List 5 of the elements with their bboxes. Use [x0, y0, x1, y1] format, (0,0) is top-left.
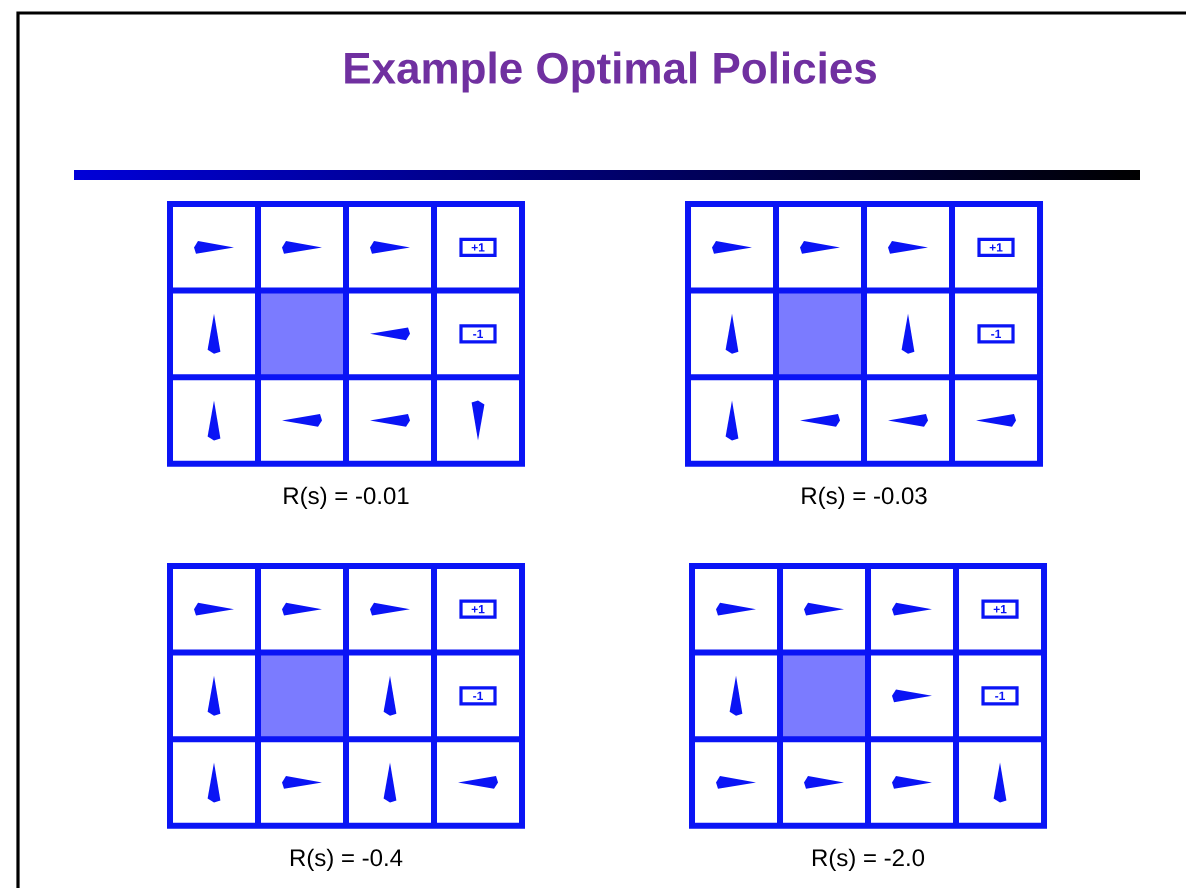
- reward-caption: R(s) = -0.4: [290, 848, 403, 871]
- reward-caption: R(s) = -0.01: [284, 486, 409, 509]
- reward-caption: R(s) = -2.0: [813, 848, 925, 871]
- reward-caption: R(s) = -0.03: [802, 486, 927, 509]
- slide-title: Example Optimal Policies: [345, 51, 876, 93]
